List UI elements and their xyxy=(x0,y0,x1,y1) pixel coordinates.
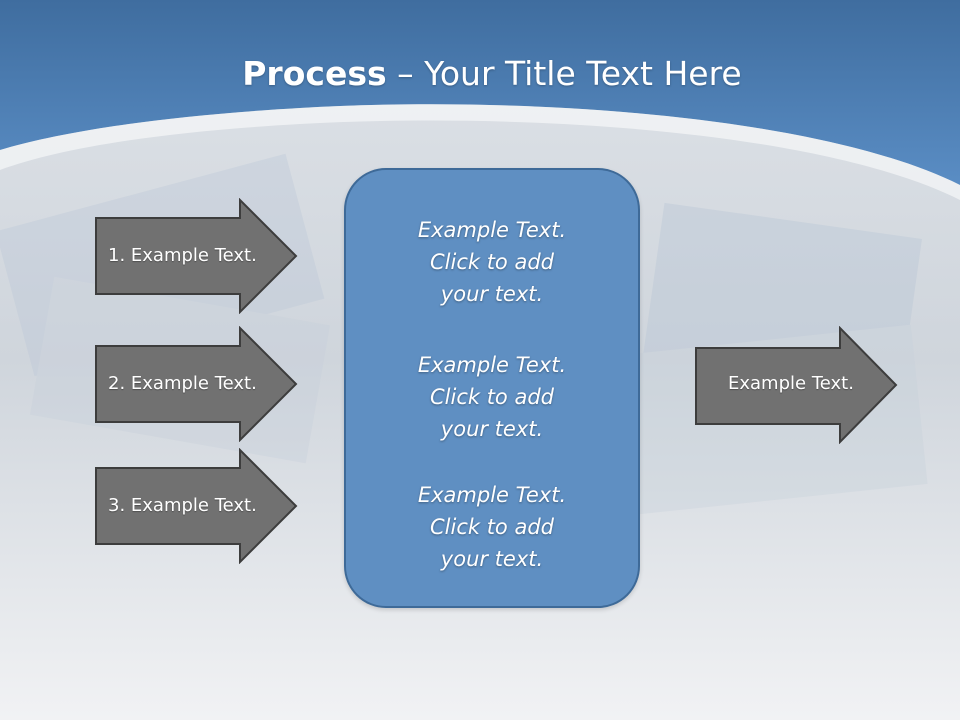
center-text-line: Click to add xyxy=(429,385,554,409)
center-process-box[interactable]: Example Text. Click to add your text. Ex… xyxy=(344,168,640,608)
center-text-line: Example Text. xyxy=(417,483,567,507)
center-text-line: Click to add xyxy=(429,250,554,274)
center-text-block-1[interactable]: Example Text. Click to add your text. xyxy=(346,214,638,310)
input-arrow-3[interactable] xyxy=(94,448,300,564)
input-arrow-2[interactable] xyxy=(94,326,300,442)
center-text-line: your text. xyxy=(440,417,544,441)
output-arrow-label: Example Text. xyxy=(728,373,854,394)
center-text-line: your text. xyxy=(440,282,544,306)
center-text-line: Example Text. xyxy=(417,353,567,377)
center-text-line: your text. xyxy=(440,547,544,571)
title-text: Your Title Text Here xyxy=(424,54,742,93)
output-arrow[interactable] xyxy=(694,326,900,444)
title-bold: Process xyxy=(242,54,387,93)
input-arrow-2-label: 2. Example Text. xyxy=(108,373,257,394)
input-arrow-3-label: 3. Example Text. xyxy=(108,495,257,516)
slide-title: Process – Your Title Text Here xyxy=(0,52,960,96)
center-text-line: Example Text. xyxy=(417,218,567,242)
center-text-line: Click to add xyxy=(429,515,554,539)
center-text-block-2[interactable]: Example Text. Click to add your text. xyxy=(346,349,638,445)
input-arrow-1[interactable] xyxy=(94,198,300,314)
title-dash: – xyxy=(386,54,425,93)
input-arrow-1-label: 1. Example Text. xyxy=(108,245,257,266)
center-text-block-3[interactable]: Example Text. Click to add your text. xyxy=(346,479,638,575)
